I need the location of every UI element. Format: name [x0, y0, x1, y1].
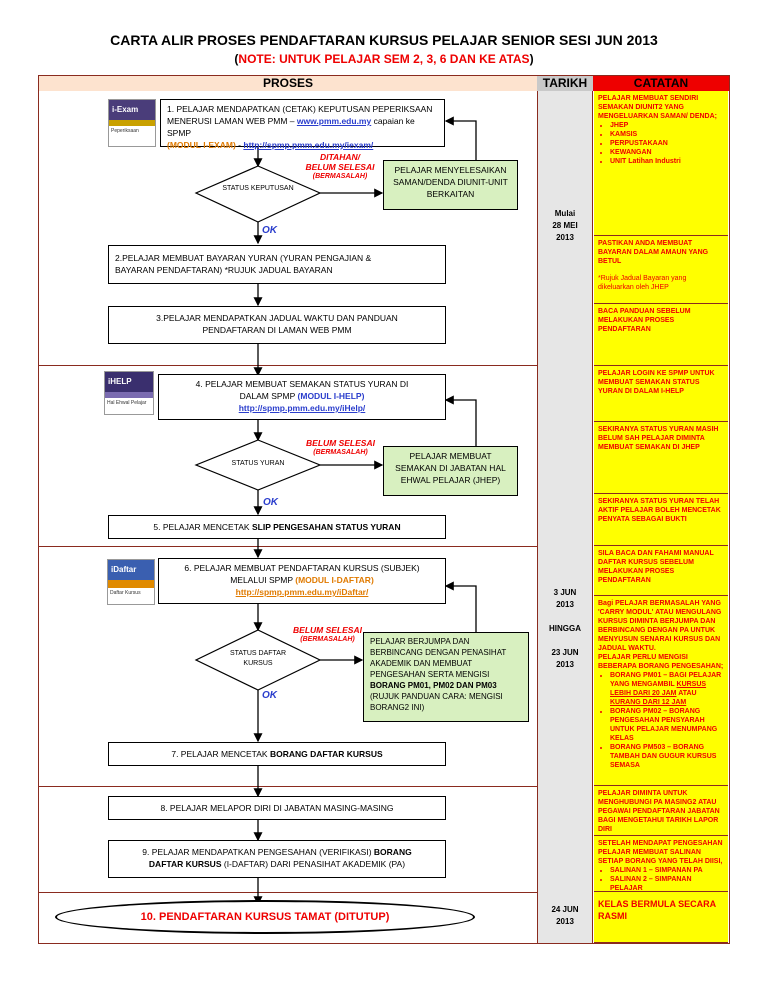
- note-4: PELAJAR LOGIN KE SPMP UNTUK MEMBUAT SEMA…: [594, 366, 728, 422]
- step-10-terminal: 10. PENDAFTARAN KURSUS TAMAT (DITUTUP): [55, 900, 475, 934]
- ok-label: OK: [262, 690, 277, 701]
- step-6-box: 6. PELAJAR MEMBUAT PENDAFTARAN KURSUS (S…: [158, 558, 446, 604]
- idaftar-link[interactable]: http://spmp.pmm.edu.my/iDaftar/: [235, 587, 369, 597]
- label-belum-selesai: BELUM SELESAI(BERMASALAH): [293, 625, 362, 643]
- ihelp-link[interactable]: http://spmp.pmm.edu.my/iHelp/: [238, 403, 366, 413]
- ok-label: OK: [263, 497, 278, 508]
- decision-status-yuran: STATUS YURAN: [231, 460, 285, 467]
- step-8-box: 8. PELAJAR MELAPOR DIRI DI JABATAN MASIN…: [108, 796, 446, 820]
- note-3: BACA PANDUAN SEBELUM MELAKUKAN PROSES PE…: [594, 304, 728, 366]
- decision-status-keputusan: STATUS KEPUTUSAN: [222, 185, 294, 192]
- pmm-link[interactable]: www.pmm.edu.my: [296, 116, 372, 126]
- band-divider: [39, 546, 537, 547]
- step-1-box: 1. PELAJAR MENDAPATKAN (CETAK) KEPUTUSAN…: [160, 99, 445, 150]
- tarikh-column: [537, 91, 593, 943]
- iexam-logo: i-Exam Peperiksaan: [108, 99, 156, 147]
- step-2-box: 2.PELAJAR MEMBUAT BAYARAN YURAN (YURAN P…: [108, 245, 446, 284]
- header-proses: PROSES: [39, 76, 538, 91]
- note-6: SEKIRANYA STATUS YURAN TELAH AKTIF PELAJ…: [594, 494, 728, 546]
- resolve-fines-box: PELAJAR MENYELESAIKAN SAMAN/DENDA DIUNIT…: [383, 160, 518, 210]
- meet-pa-box: PELAJAR BERJUMPA DAN BERBINCANG DENGAN P…: [363, 632, 529, 722]
- note-8: Bagi PELAJAR BERMASALAH YANG 'CARRY MODU…: [594, 596, 728, 786]
- ihelp-logo: iHELP Hal Ehwal Pelajar: [104, 371, 154, 415]
- note-7: SILA BACA DAN FAHAMI MANUAL DAFTAR KURSU…: [594, 546, 728, 596]
- page-title: CARTA ALIR PROSES PENDAFTARAN KURSUS PEL…: [110, 32, 658, 48]
- decision-diamond: [194, 439, 322, 491]
- idaftar-logo: iDaftar Daftar Kursus: [107, 559, 155, 605]
- note-9: PELAJAR DIMINTA UNTUK MENGHUBUNGI PA MAS…: [594, 786, 728, 836]
- label-ditahan: DITAHAN/BELUM SELESAI(BERMASALAH): [305, 152, 375, 180]
- band-divider: [39, 786, 537, 787]
- step-5-box: 5. PELAJAR MENCETAK SLIP PENGESAHAN STAT…: [108, 515, 446, 539]
- band-divider: [39, 365, 537, 366]
- chart-frame: [38, 75, 730, 944]
- step-4-box: 4. PELAJAR MEMBUAT SEMAKAN STATUS YURAN …: [158, 374, 446, 420]
- decision-diamond: [194, 629, 322, 691]
- jhep-check-box: PELAJAR MEMBUAT SEMAKAN DI JABATAN HAL E…: [383, 446, 518, 496]
- note-10: SETELAH MENDAPAT PENGESAHAN PELAJAR MEMB…: [594, 836, 728, 892]
- header-catatan: CATATAN: [593, 76, 729, 91]
- band-divider: [39, 892, 537, 893]
- decision-diamond: [194, 165, 322, 223]
- header-tarikh: TARIKH: [537, 76, 594, 91]
- decision-status-daftar-kursus: STATUS DAFTAR KURSUS: [230, 650, 286, 667]
- step-3-box: 3.PELAJAR MENDAPATKAN JADUAL WAKTU DAN P…: [108, 306, 446, 344]
- note-5: SEKIRANYA STATUS YURAN MASIH BELUM SAH P…: [594, 422, 728, 494]
- step-7-box: 7. PELAJAR MENCETAK BORANG DAFTAR KURSUS: [108, 742, 446, 766]
- step-9-box: 9. PELAJAR MENDAPATKAN PENGESAHAN (VERIF…: [108, 840, 446, 878]
- ok-label: OK: [262, 225, 277, 236]
- iexam-link[interactable]: http://spmp.pmm.edu.my/iexam/: [243, 140, 374, 150]
- note-11: KELAS BERMULA SECARA RASMI: [594, 892, 728, 943]
- note-2: PASTIKAN ANDA MEMBUAT BAYARAN DALAM AMAU…: [594, 236, 728, 304]
- label-belum-selesai: BELUM SELESAI(BERMASALAH): [306, 438, 375, 456]
- page-subtitle: (NOTE: UNTUK PELAJAR SEM 2, 3, 6 DAN KE …: [234, 52, 534, 66]
- note-1: PELAJAR MEMBUAT SENDIRI SEMAKAN DIUNIT2 …: [594, 91, 728, 236]
